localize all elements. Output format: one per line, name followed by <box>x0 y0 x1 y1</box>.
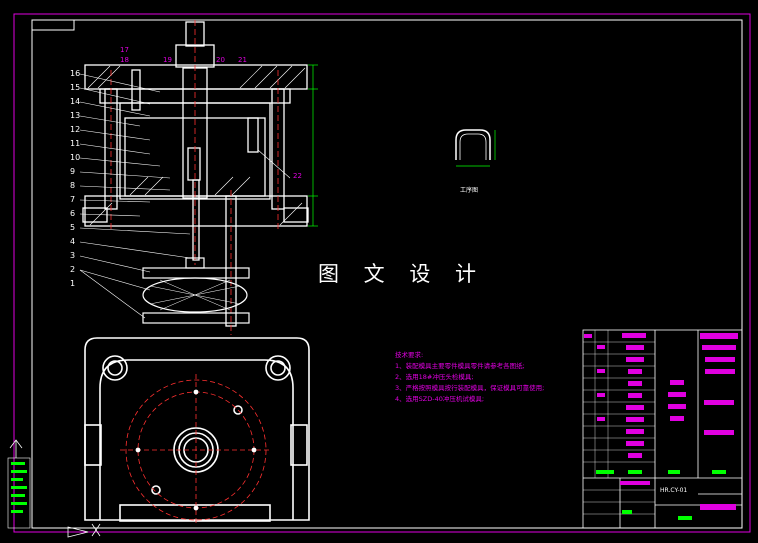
part-number: 13 <box>70 111 80 120</box>
part-number: 22 <box>293 172 302 180</box>
part-number: 15 <box>70 83 80 92</box>
leader-lines <box>79 73 291 319</box>
cushion-assembly <box>142 257 250 324</box>
title-block-rows <box>583 330 655 515</box>
part-number: 17 <box>120 46 129 54</box>
part-number: 21 <box>238 56 247 64</box>
part-number: 18 <box>120 56 129 64</box>
title-block-green <box>596 470 726 520</box>
process-sketch <box>455 129 491 160</box>
part-number: 6 <box>70 209 75 218</box>
drawing-title: 图 文 设 计 <box>318 262 486 286</box>
part-number: 9 <box>70 167 75 176</box>
part-number: 14 <box>70 97 80 106</box>
plan-holes <box>135 389 257 511</box>
ucs-icon <box>67 523 101 538</box>
title-block-code: HR.CY-01 <box>660 487 688 494</box>
part-number: 1 <box>70 279 75 288</box>
part-number: 20 <box>216 56 225 64</box>
note-line: 1、装配模具主要零件模具零件请参考各图纸; <box>395 362 525 370</box>
title-block <box>582 329 743 529</box>
top-left-tab <box>31 19 75 31</box>
title-block-fills <box>584 333 738 510</box>
part-number: 4 <box>70 237 75 246</box>
process-caption: 工序图 <box>460 187 479 194</box>
part-number: 11 <box>70 139 80 148</box>
outer-border <box>13 13 751 533</box>
part-number: 8 <box>70 181 75 190</box>
part-number: 5 <box>70 223 75 232</box>
notes-title: 技术要求: <box>395 351 424 359</box>
part-number: 3 <box>70 251 75 260</box>
part-number: 2 <box>70 265 75 274</box>
hatching <box>87 65 306 226</box>
part-number: 7 <box>70 195 75 204</box>
part-number: 10 <box>70 153 80 162</box>
center-lines <box>110 20 279 335</box>
part-number: 19 <box>163 56 172 64</box>
part-number: 12 <box>70 125 80 134</box>
technical-notes: 技术要求: 1、装配模具主要零件模具零件请参考各图纸; 2、选用18#冲压头检模… <box>395 350 544 405</box>
part-number: 16 <box>70 69 80 78</box>
left-stamp <box>7 439 31 529</box>
inner-border <box>31 19 743 529</box>
dimension-lines <box>308 64 496 227</box>
note-line: 4、选用SZD-40冲压机试模具; <box>395 395 485 403</box>
note-line: 3、严格按照模具按行装配模具，保证模具可靠使用; <box>395 384 545 392</box>
note-line: 2、选用18#冲压头检模具; <box>395 373 474 381</box>
